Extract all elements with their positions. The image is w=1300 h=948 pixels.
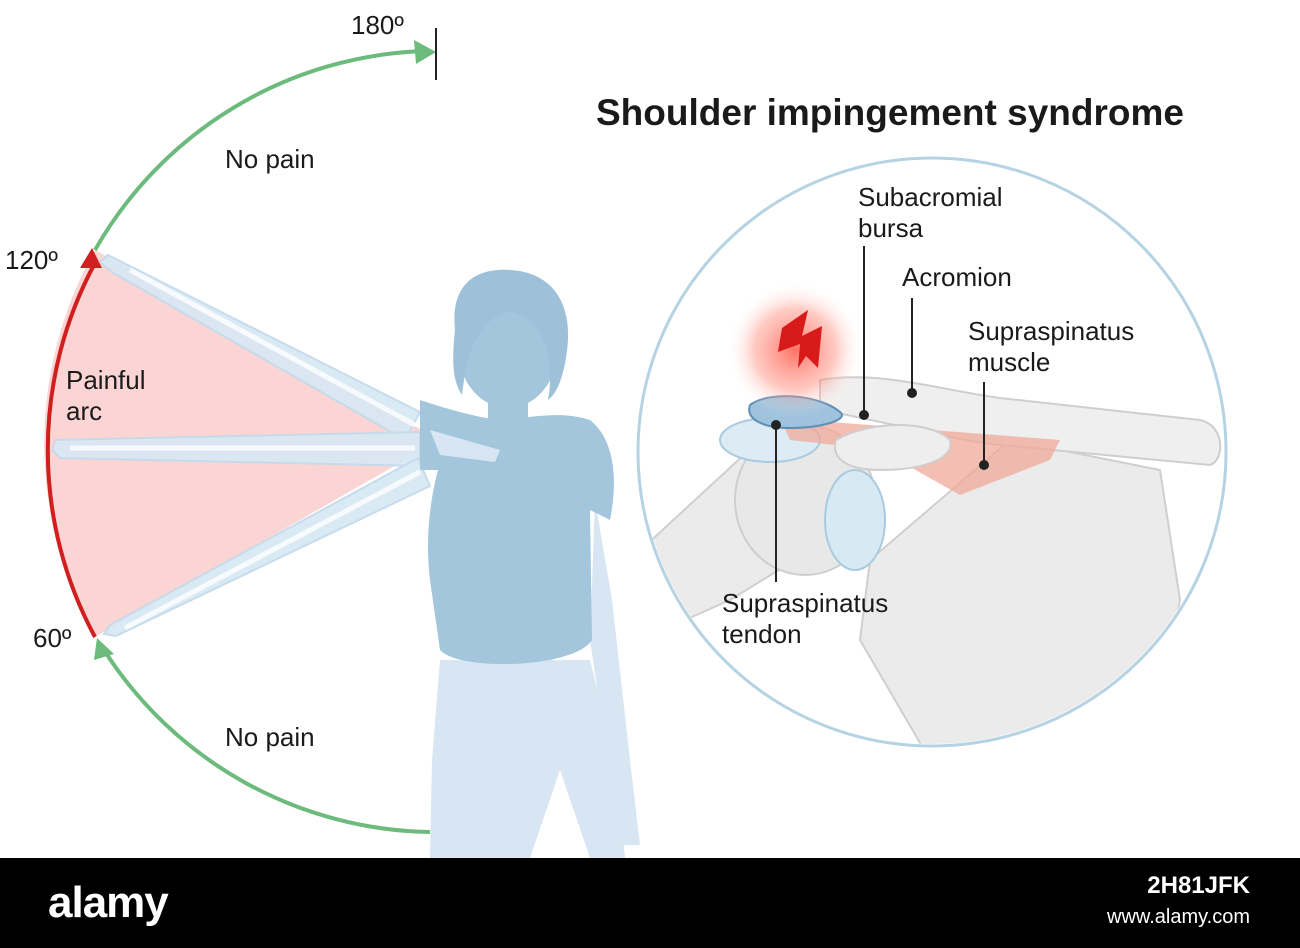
no-pain-bottom-label: No pain [225,722,315,752]
no-pain-top-label: No pain [225,144,315,174]
angle-120-label: 120º [5,245,58,275]
arm-bones [70,267,422,631]
arm-positions [50,253,432,638]
arrow-120 [80,248,102,268]
no-pain-arc-top [93,49,426,251]
arrow-180 [414,40,436,64]
tendon-label-line2: tendon [722,619,802,649]
diagram-title: Shoulder impingement syndrome [596,92,1184,133]
shoulder-anatomy [640,376,1222,744]
bursa-label-line1: Subacromial [858,182,1003,212]
woman-silhouette [420,269,640,858]
painful-label-line2: arc [66,396,103,426]
muscle-label-line2: muscle [968,347,1051,377]
source-url: www.alamy.com [1107,906,1250,928]
tendon-label-line1: Supraspinatus [722,588,889,618]
brand-logo: alamy [48,878,169,927]
no-pain-arc-bottom [102,648,431,834]
angle-60-label: 60º [33,623,72,653]
watermark-footer: alamy 2H81JFK www.alamy.com [0,858,1300,948]
bursa-label-line2: bursa [858,213,924,243]
painful-arc-line [45,262,97,638]
pain-glow [727,282,863,418]
painful-label-line1: Painful [66,365,146,395]
arrow-60 [94,638,114,660]
lightning-icon [778,310,822,368]
image-id: 2H81JFK [1147,872,1250,899]
angle-180-label: 180º [351,10,404,40]
muscle-label-line1: Supraspinatus [968,316,1135,346]
leader-lines [771,246,989,582]
acromion-label: Acromion [902,262,1012,292]
